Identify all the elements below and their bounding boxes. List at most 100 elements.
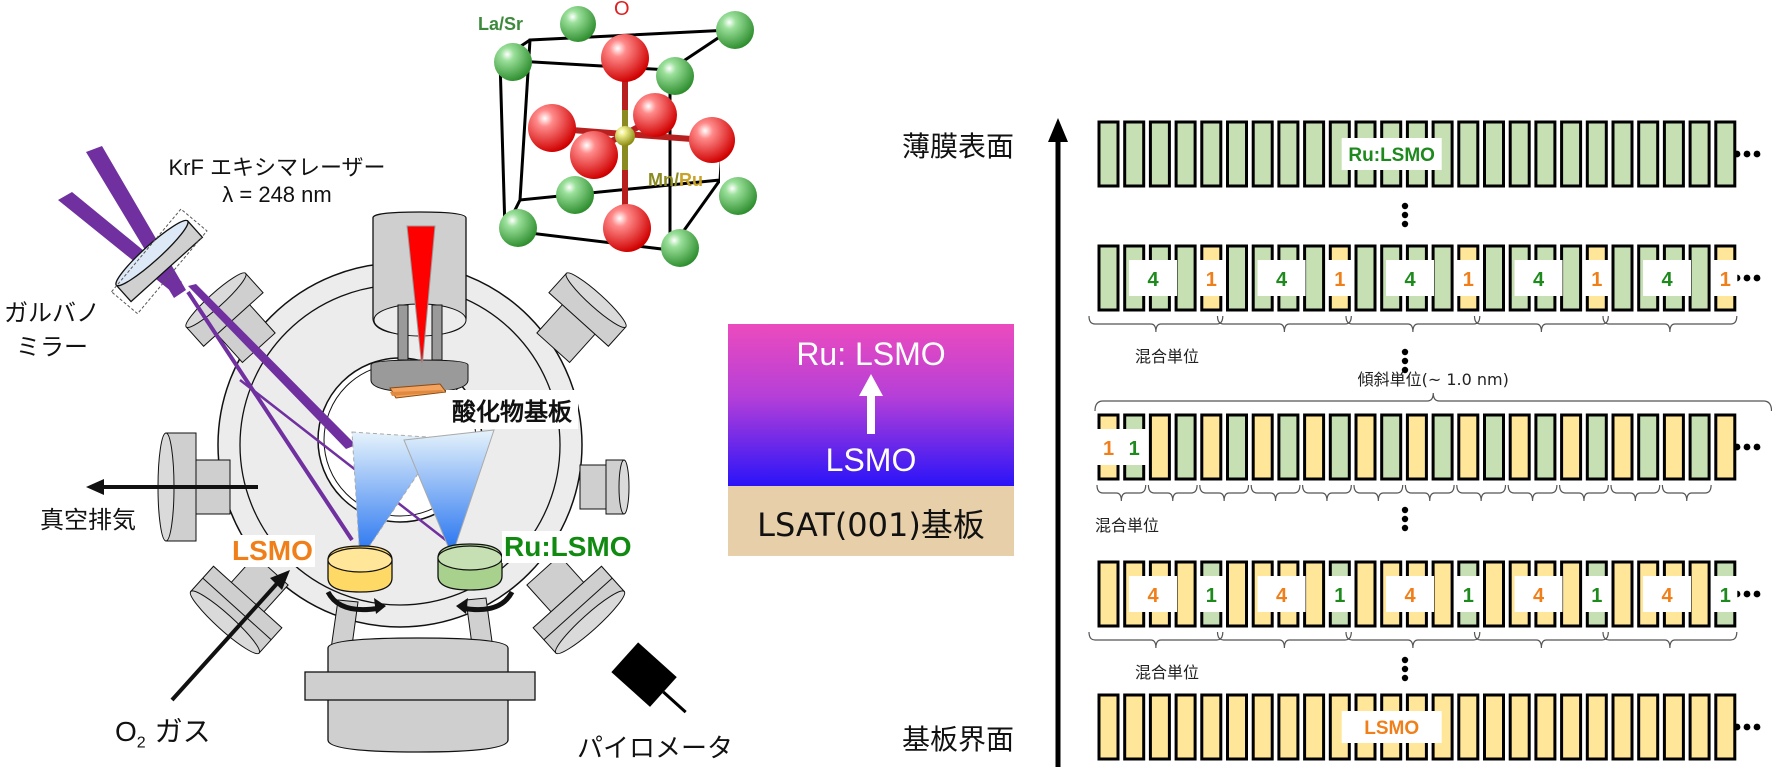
- oxygen-atom: [601, 34, 649, 82]
- count-label-bg: [1456, 260, 1481, 296]
- unit-cell-bar: [1560, 413, 1583, 481]
- la-sr-atom: [499, 209, 537, 247]
- count-label-bg: [1257, 260, 1306, 296]
- vertical-ellipsis: [1401, 220, 1409, 228]
- tilt-unit-label: 傾斜単位(~ 1.0 nm): [1358, 370, 1509, 389]
- unit-cell-bar: [1277, 413, 1300, 481]
- oxide-substrate: [389, 383, 447, 399]
- mixing-unit-label: 混合単位: [1135, 663, 1199, 682]
- laser-label: KrF エキシマレーザー λ = 248 nm: [137, 150, 417, 208]
- row-ellipsis: [1743, 150, 1751, 158]
- unit-cell-bar: [1637, 413, 1660, 481]
- unit-cell-bar: [1251, 693, 1274, 761]
- count-label-bg: [1386, 576, 1435, 612]
- unit-cell-bar: [1611, 120, 1634, 188]
- mixing-unit-brace: [1404, 484, 1455, 502]
- unit-cell-bar: [1534, 413, 1557, 481]
- unit-cell-bar: [1200, 693, 1223, 761]
- o2-gas-o: O: [115, 716, 137, 747]
- unit-cell-bar: [1431, 244, 1454, 312]
- unit-cell-bar: [1534, 693, 1557, 761]
- mn-label: Mn: [648, 170, 674, 190]
- mixing-unit-brace: [1096, 484, 1147, 502]
- unit-cell-bar: [1148, 693, 1171, 761]
- count-label-minor: 1: [1206, 585, 1217, 607]
- substrate-layer: LSAT(001)基板: [728, 486, 1014, 556]
- unit-cell-bar: [1097, 560, 1120, 628]
- count-label-bg: [1514, 260, 1563, 296]
- unit-cell-bar: [1431, 413, 1454, 481]
- axis-top-label: 薄膜表面: [902, 130, 1015, 163]
- row-label: LSMO: [1364, 718, 1419, 739]
- vertical-ellipsis: [1401, 524, 1409, 532]
- mixing-unit-label: 混合単位: [1135, 347, 1199, 366]
- oxygen-atom: [633, 93, 677, 137]
- mixing-unit-brace: [1661, 484, 1712, 502]
- row-ellipsis: [1753, 274, 1761, 282]
- vertical-ellipsis: [1401, 357, 1409, 365]
- unit-cell-bar: [1483, 244, 1505, 312]
- row-ellipsis: [1733, 723, 1741, 731]
- unit-cell-bar: [1226, 413, 1248, 481]
- count-label-bg: [1713, 260, 1738, 296]
- unit-cell-bar: [1611, 560, 1634, 628]
- count-label-bg: [1713, 576, 1738, 612]
- count-label-bg: [1386, 260, 1435, 296]
- unit-cell-bar: [1457, 120, 1480, 188]
- count-label-bg: [1129, 576, 1178, 612]
- rotation-arrowhead-right: [456, 598, 468, 614]
- exhaust-label: 真空排気: [40, 506, 136, 534]
- unit-cell-bar: [1508, 413, 1531, 481]
- unit-cell-bar: [1354, 413, 1377, 481]
- galvano-mirror-label-line2: ミラー: [16, 333, 88, 361]
- rotation-arrowhead-left: [374, 598, 386, 614]
- count-label-major: 4: [1404, 585, 1416, 607]
- unit-cell-bar: [1611, 693, 1634, 761]
- unit-cell-bar: [1226, 693, 1248, 761]
- unit-cell-bar: [1097, 120, 1120, 188]
- mixing-unit-brace: [1456, 484, 1507, 502]
- unit-cell-bar: [1483, 560, 1505, 628]
- substrate-layer-label: LSAT(001)基板: [757, 506, 985, 544]
- count-label-bg: [1096, 429, 1147, 465]
- unit-cell-bar: [1637, 693, 1660, 761]
- unit-cell-bar: [1277, 120, 1300, 188]
- mixing-unit-brace: [1088, 315, 1224, 333]
- port-lower-right: [526, 554, 626, 655]
- count-label-minor: 1: [1591, 585, 1602, 607]
- count-label-major: 4: [1276, 585, 1288, 607]
- la-sr-atom: [656, 57, 694, 95]
- galvano-mirror-label: ガルバノ ミラー: [0, 296, 104, 364]
- row-ellipsis: [1743, 274, 1751, 282]
- unit-cell-bar: [1714, 413, 1737, 481]
- unit-cell-bar: [1354, 560, 1377, 628]
- row-ellipsis: [1743, 590, 1751, 598]
- count-label-bg: [1327, 260, 1352, 296]
- unit-cell-bar: [1585, 693, 1608, 761]
- row-ellipsis: [1753, 150, 1761, 158]
- o2-gas-subscript: 2: [136, 734, 146, 752]
- unit-cell-bar: [1662, 413, 1685, 481]
- unit-cell-bar: [1277, 693, 1300, 761]
- la-sr-atom: [560, 6, 596, 42]
- count-label-major: 4: [1147, 585, 1159, 607]
- unit-cell-bar: [1611, 413, 1634, 481]
- unit-cell-bar: [1662, 693, 1685, 761]
- exhaust-arrow: [86, 479, 258, 495]
- count-label-major: 4: [1533, 585, 1545, 607]
- vertical-ellipsis: [1401, 211, 1409, 219]
- mixing-unit-brace: [1302, 484, 1352, 502]
- b-site-label: Mn/Ru: [648, 170, 703, 191]
- mixing-unit-brace: [1216, 315, 1352, 333]
- row-label-bg: [1341, 711, 1442, 743]
- vertical-ellipsis: [1401, 665, 1409, 673]
- film-bottom-label: LSMO: [825, 442, 917, 478]
- galvano-mirror: [110, 208, 208, 315]
- unit-cell-bar: [1097, 693, 1120, 761]
- la-sr-atom: [661, 229, 699, 267]
- unit-cell-bar: [1226, 120, 1248, 188]
- vertical-ellipsis: [1401, 674, 1409, 682]
- count-label-bg: [1199, 260, 1224, 296]
- tilt-unit-brace: [1094, 392, 1772, 412]
- mixing-unit-brace: [1610, 484, 1661, 502]
